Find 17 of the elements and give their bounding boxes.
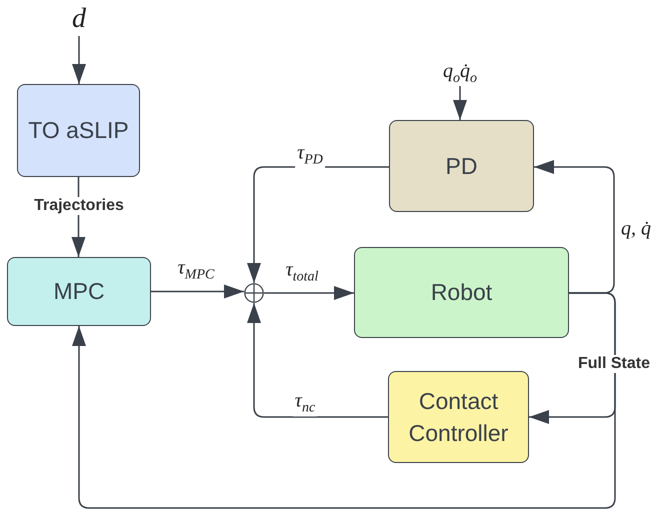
edge-label: Trajectories (32, 197, 126, 215)
arrow (72, 36, 86, 84)
arrow (534, 160, 615, 294)
process-box: MPC (7, 257, 151, 326)
signal-label: q$_{o}$q̇$_{o}$ (443, 60, 477, 86)
arrow (453, 86, 467, 120)
signal-label: d (72, 3, 86, 35)
arrow (247, 303, 388, 418)
summing-junction (244, 283, 264, 303)
arrow (151, 284, 244, 298)
process-box: PD (389, 120, 534, 212)
edge-label: Full State (576, 355, 652, 373)
process-box: TO aSLIP (17, 84, 140, 177)
arrow (72, 292, 616, 509)
process-box: Robot (354, 247, 569, 338)
process-box: Contact Controller (388, 371, 529, 463)
arrow (264, 286, 354, 300)
